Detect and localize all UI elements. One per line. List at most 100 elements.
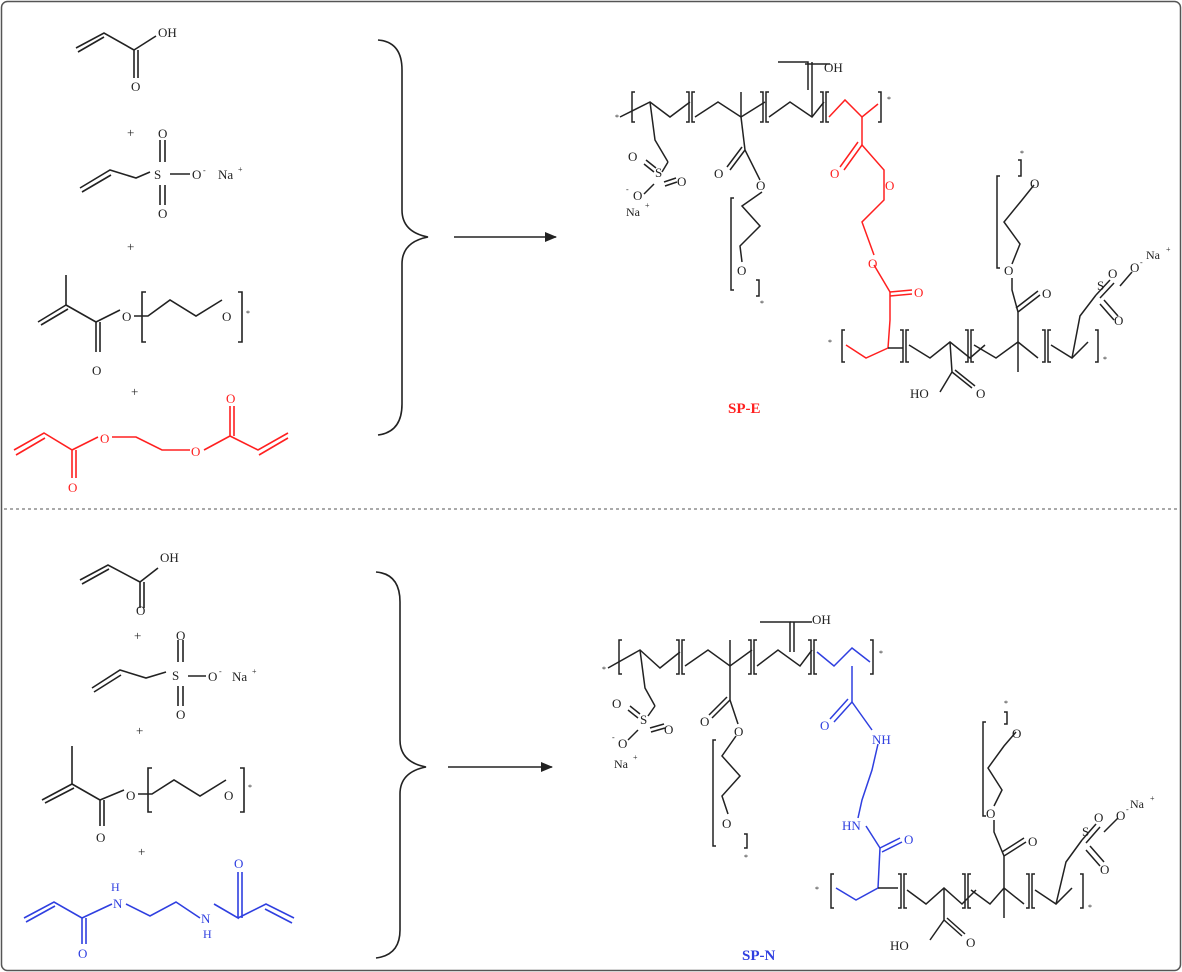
plus-sup: + xyxy=(1150,794,1155,803)
n-label: N xyxy=(113,896,123,911)
o-label: O xyxy=(914,285,923,300)
o-label: O xyxy=(976,386,985,401)
plus-sign: + xyxy=(127,125,134,140)
product-label-sp-n: SP-N xyxy=(742,948,776,964)
acrylic-acid-monomer xyxy=(79,564,159,608)
o-label: O xyxy=(234,856,243,871)
o-label: O xyxy=(885,178,894,193)
o-label: O xyxy=(737,263,746,278)
o-label: O xyxy=(131,79,140,94)
star-end: * xyxy=(248,783,252,792)
ho-label: HO xyxy=(890,938,909,953)
upper-polymer-chain xyxy=(619,61,882,163)
minus-sup: - xyxy=(203,166,206,175)
o-label: O xyxy=(126,788,135,803)
s-label: S xyxy=(1097,278,1104,293)
ho-label: HO xyxy=(910,386,929,401)
lower-ester-link xyxy=(845,264,913,359)
plus-sign: + xyxy=(127,239,134,254)
o-label: O xyxy=(830,166,839,181)
oh-label: OH xyxy=(824,60,843,75)
o-label: O xyxy=(208,669,217,684)
o-label: O xyxy=(68,480,77,495)
s-label: S xyxy=(640,712,647,727)
upper-polymer-chain xyxy=(607,621,874,707)
o-label: O xyxy=(136,603,145,618)
star-end: * xyxy=(760,299,764,308)
o-label: O xyxy=(226,391,235,406)
o-label: O xyxy=(222,309,231,324)
plus-sup: + xyxy=(645,201,650,210)
o-label: O xyxy=(1030,176,1039,191)
star-end: * xyxy=(246,309,250,318)
o-label: O xyxy=(1042,286,1051,301)
star-end: * xyxy=(1020,149,1024,158)
o-label: O xyxy=(633,188,642,203)
hn-label: HN xyxy=(842,818,861,833)
star-end: * xyxy=(744,853,748,862)
curly-brace xyxy=(375,571,427,959)
o-label: O xyxy=(1004,263,1013,278)
lower-polymer-chain xyxy=(830,817,1119,941)
sodium-allylsulfonate-monomer xyxy=(91,640,206,706)
o-label: O xyxy=(1094,810,1103,825)
lower-peg-sidechain xyxy=(982,711,1017,817)
lower-peg-sidechain xyxy=(996,159,1035,269)
minus-sup: - xyxy=(612,733,615,742)
plus-sup: + xyxy=(252,667,257,676)
h-label: H xyxy=(111,880,120,894)
o-label: O xyxy=(618,736,627,751)
nh-label: NH xyxy=(872,732,891,747)
o-label: O xyxy=(677,174,686,189)
oh-label: OH xyxy=(812,612,831,627)
minus-sup: - xyxy=(626,185,629,194)
acrylic-acid-monomer xyxy=(75,32,157,78)
o-label: O xyxy=(700,714,709,729)
sodium-allylsulfonate-monomer xyxy=(79,140,190,205)
panel-sp-e: OH O + S O O O - Na + + O O O xyxy=(13,25,1171,495)
o-label: O xyxy=(122,309,131,324)
na-label: Na xyxy=(1146,248,1161,262)
o-label: O xyxy=(714,166,723,181)
ethylene-bisacrylamide-crosslinker xyxy=(23,872,295,944)
s-label: S xyxy=(154,167,161,182)
o-label: O xyxy=(78,946,87,961)
curly-brace xyxy=(377,39,429,436)
na-label: Na xyxy=(1130,797,1145,811)
n-label: N xyxy=(201,911,211,926)
o-label: O xyxy=(628,149,637,164)
o-label: O xyxy=(100,431,109,446)
o-label: O xyxy=(1100,862,1109,877)
upper-ester-link xyxy=(828,98,885,256)
lower-amide-link xyxy=(835,825,903,901)
o-label: O xyxy=(664,722,673,737)
o-label: O xyxy=(986,806,995,821)
star-end: * xyxy=(1004,699,1008,708)
o-label: O xyxy=(1130,260,1139,275)
na-label: Na xyxy=(218,167,233,182)
star-end: * xyxy=(879,649,883,658)
peg-methacrylate-monomer xyxy=(37,275,243,352)
upper-peg-sidechain xyxy=(708,696,748,849)
oh-label: OH xyxy=(158,25,177,40)
o-label: O xyxy=(158,206,167,221)
o-label: O xyxy=(904,832,913,847)
na-label: Na xyxy=(626,205,641,219)
star-end: * xyxy=(1088,903,1092,912)
na-label: Na xyxy=(614,757,629,771)
o-label: O xyxy=(158,126,167,141)
plus-sign: + xyxy=(136,723,143,738)
o-label: O xyxy=(92,363,101,378)
lower-polymer-chain xyxy=(841,271,1133,393)
o-label: O xyxy=(1116,808,1125,823)
upper-sulfonate xyxy=(643,159,678,195)
plus-sign: + xyxy=(131,384,138,399)
o-label: O xyxy=(1012,726,1021,741)
o-label: O xyxy=(192,167,201,182)
o-label: O xyxy=(176,628,185,643)
peg-methacrylate-monomer xyxy=(41,746,245,826)
upper-peg-sidechain xyxy=(726,146,763,297)
panel-sp-n: OH O + S O O O - Na + + O O O xyxy=(23,550,1155,964)
